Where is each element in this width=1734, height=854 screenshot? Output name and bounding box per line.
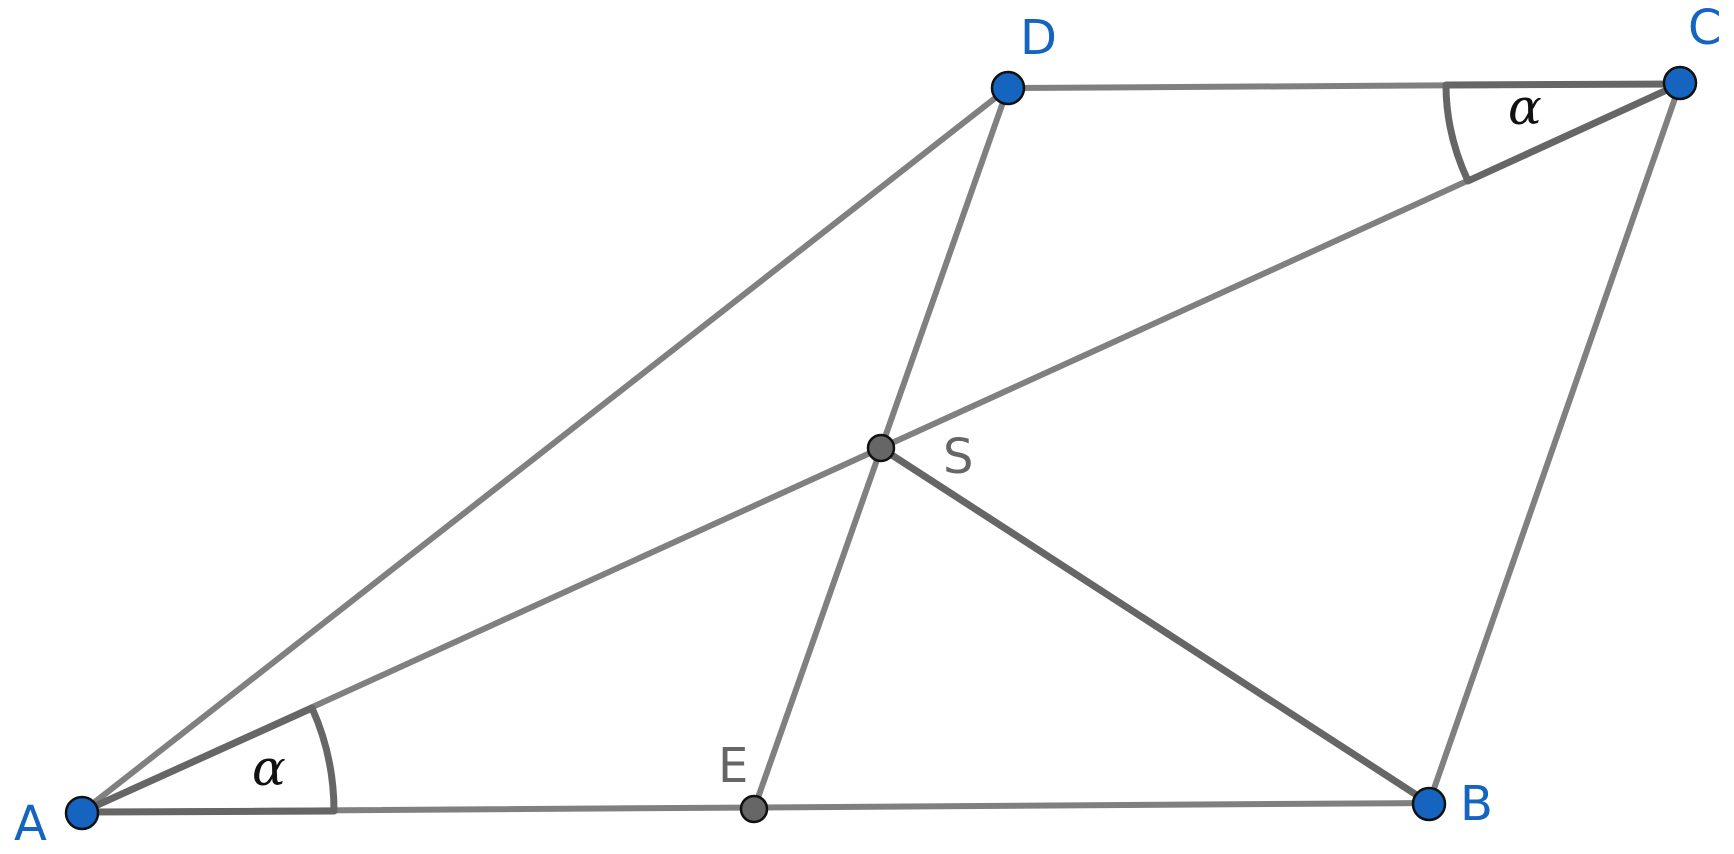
angle-label-c: α [1508,78,1542,136]
label-c: C [1688,0,1722,56]
point-a[interactable] [64,795,100,831]
label-e: E [718,738,748,794]
label-s: S [943,429,973,485]
angle-arc-a [308,706,338,812]
angle-label-a: α [252,739,286,797]
point-b[interactable] [1411,786,1447,822]
segment-cd-angle-part [1442,80,1684,89]
points [64,65,1698,831]
segment-ab-angle-part [78,807,338,816]
point-s[interactable] [866,433,896,463]
label-a: A [14,796,47,852]
point-d[interactable] [990,70,1026,106]
point-c[interactable] [1662,65,1698,101]
point-labels: A B C D E S [14,0,1722,852]
segment-ac-angle-part-a [78,704,316,816]
segment-sb [877,444,1433,807]
segment-bc [1426,81,1683,806]
label-d: D [1020,10,1057,66]
segment-ad [79,85,1011,815]
angle-arc-c [1442,84,1472,183]
segment-ac-angle-part-c [1464,80,1684,185]
angle-markers: α α [252,78,1542,812]
point-e[interactable] [739,794,769,824]
label-b: B [1460,776,1493,832]
